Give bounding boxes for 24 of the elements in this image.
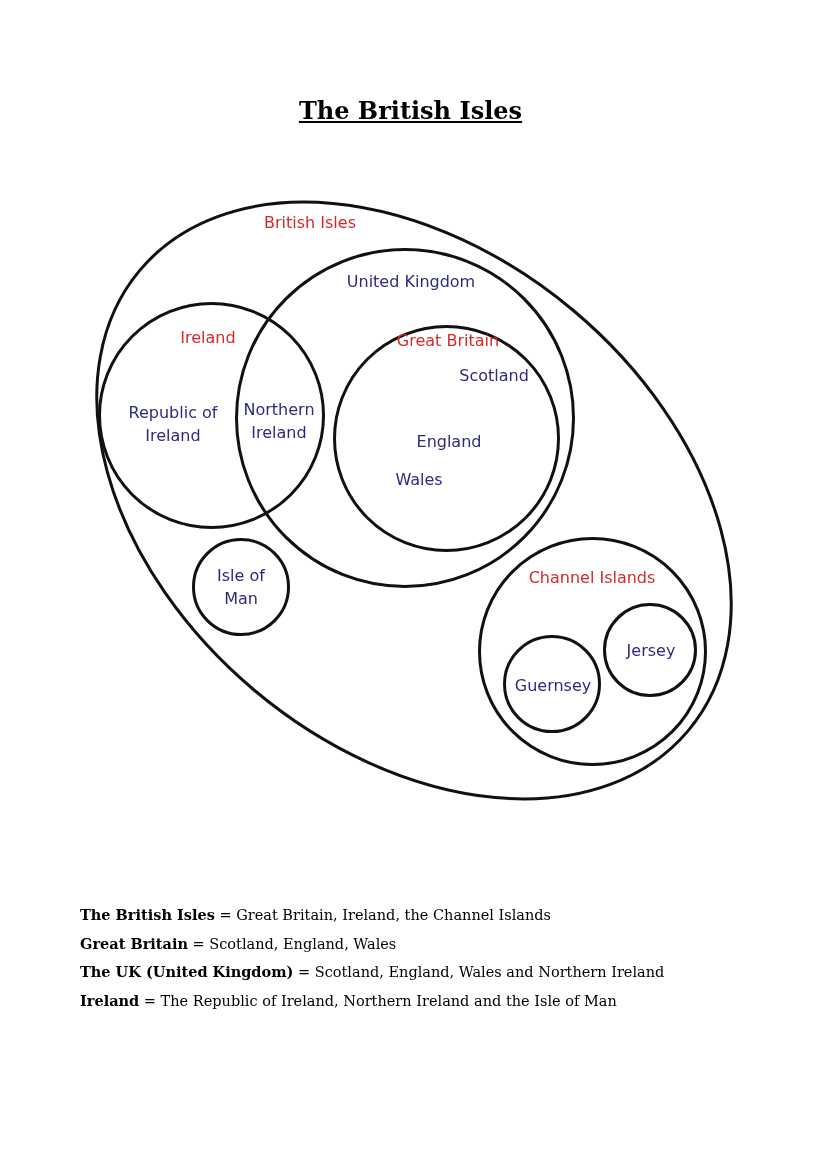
definition-note: Great Britain = Scotland, England, Wales bbox=[80, 935, 397, 952]
title: The British Isles bbox=[297, 96, 524, 125]
circle-region bbox=[603, 603, 697, 697]
region-label: Wales bbox=[394, 469, 444, 492]
region-label: Jersey bbox=[624, 640, 677, 663]
circle-region bbox=[333, 325, 560, 552]
region-label: Northern Ireland bbox=[242, 398, 316, 444]
region-title: Ireland bbox=[179, 327, 237, 350]
circle-region bbox=[478, 537, 707, 766]
region-title: Great Britain bbox=[395, 330, 501, 353]
region-label: Scotland bbox=[458, 365, 530, 388]
circle-region bbox=[98, 302, 325, 529]
region-label: Guernsey bbox=[513, 675, 593, 698]
region-label: United Kingdom bbox=[345, 271, 477, 294]
definition-note: Ireland = The Republic of Ireland, Northern Ireland and the Isle of Man bbox=[80, 992, 617, 1009]
definition-note: The British Isles = Great Britain, Ireland, the Channel Islands bbox=[80, 906, 552, 923]
region-label: British Isles bbox=[263, 212, 357, 235]
region-label: England bbox=[415, 431, 483, 454]
circle-region bbox=[192, 538, 290, 636]
region-label: Republic of Ireland bbox=[127, 401, 219, 447]
region-label: Channel Islands bbox=[527, 567, 657, 590]
definition-note: The UK (United Kingdom) = Scotland, England, Wales and Northern Ireland bbox=[80, 963, 665, 980]
circle-region bbox=[503, 635, 601, 733]
region-label: Isle of Man bbox=[216, 564, 267, 610]
